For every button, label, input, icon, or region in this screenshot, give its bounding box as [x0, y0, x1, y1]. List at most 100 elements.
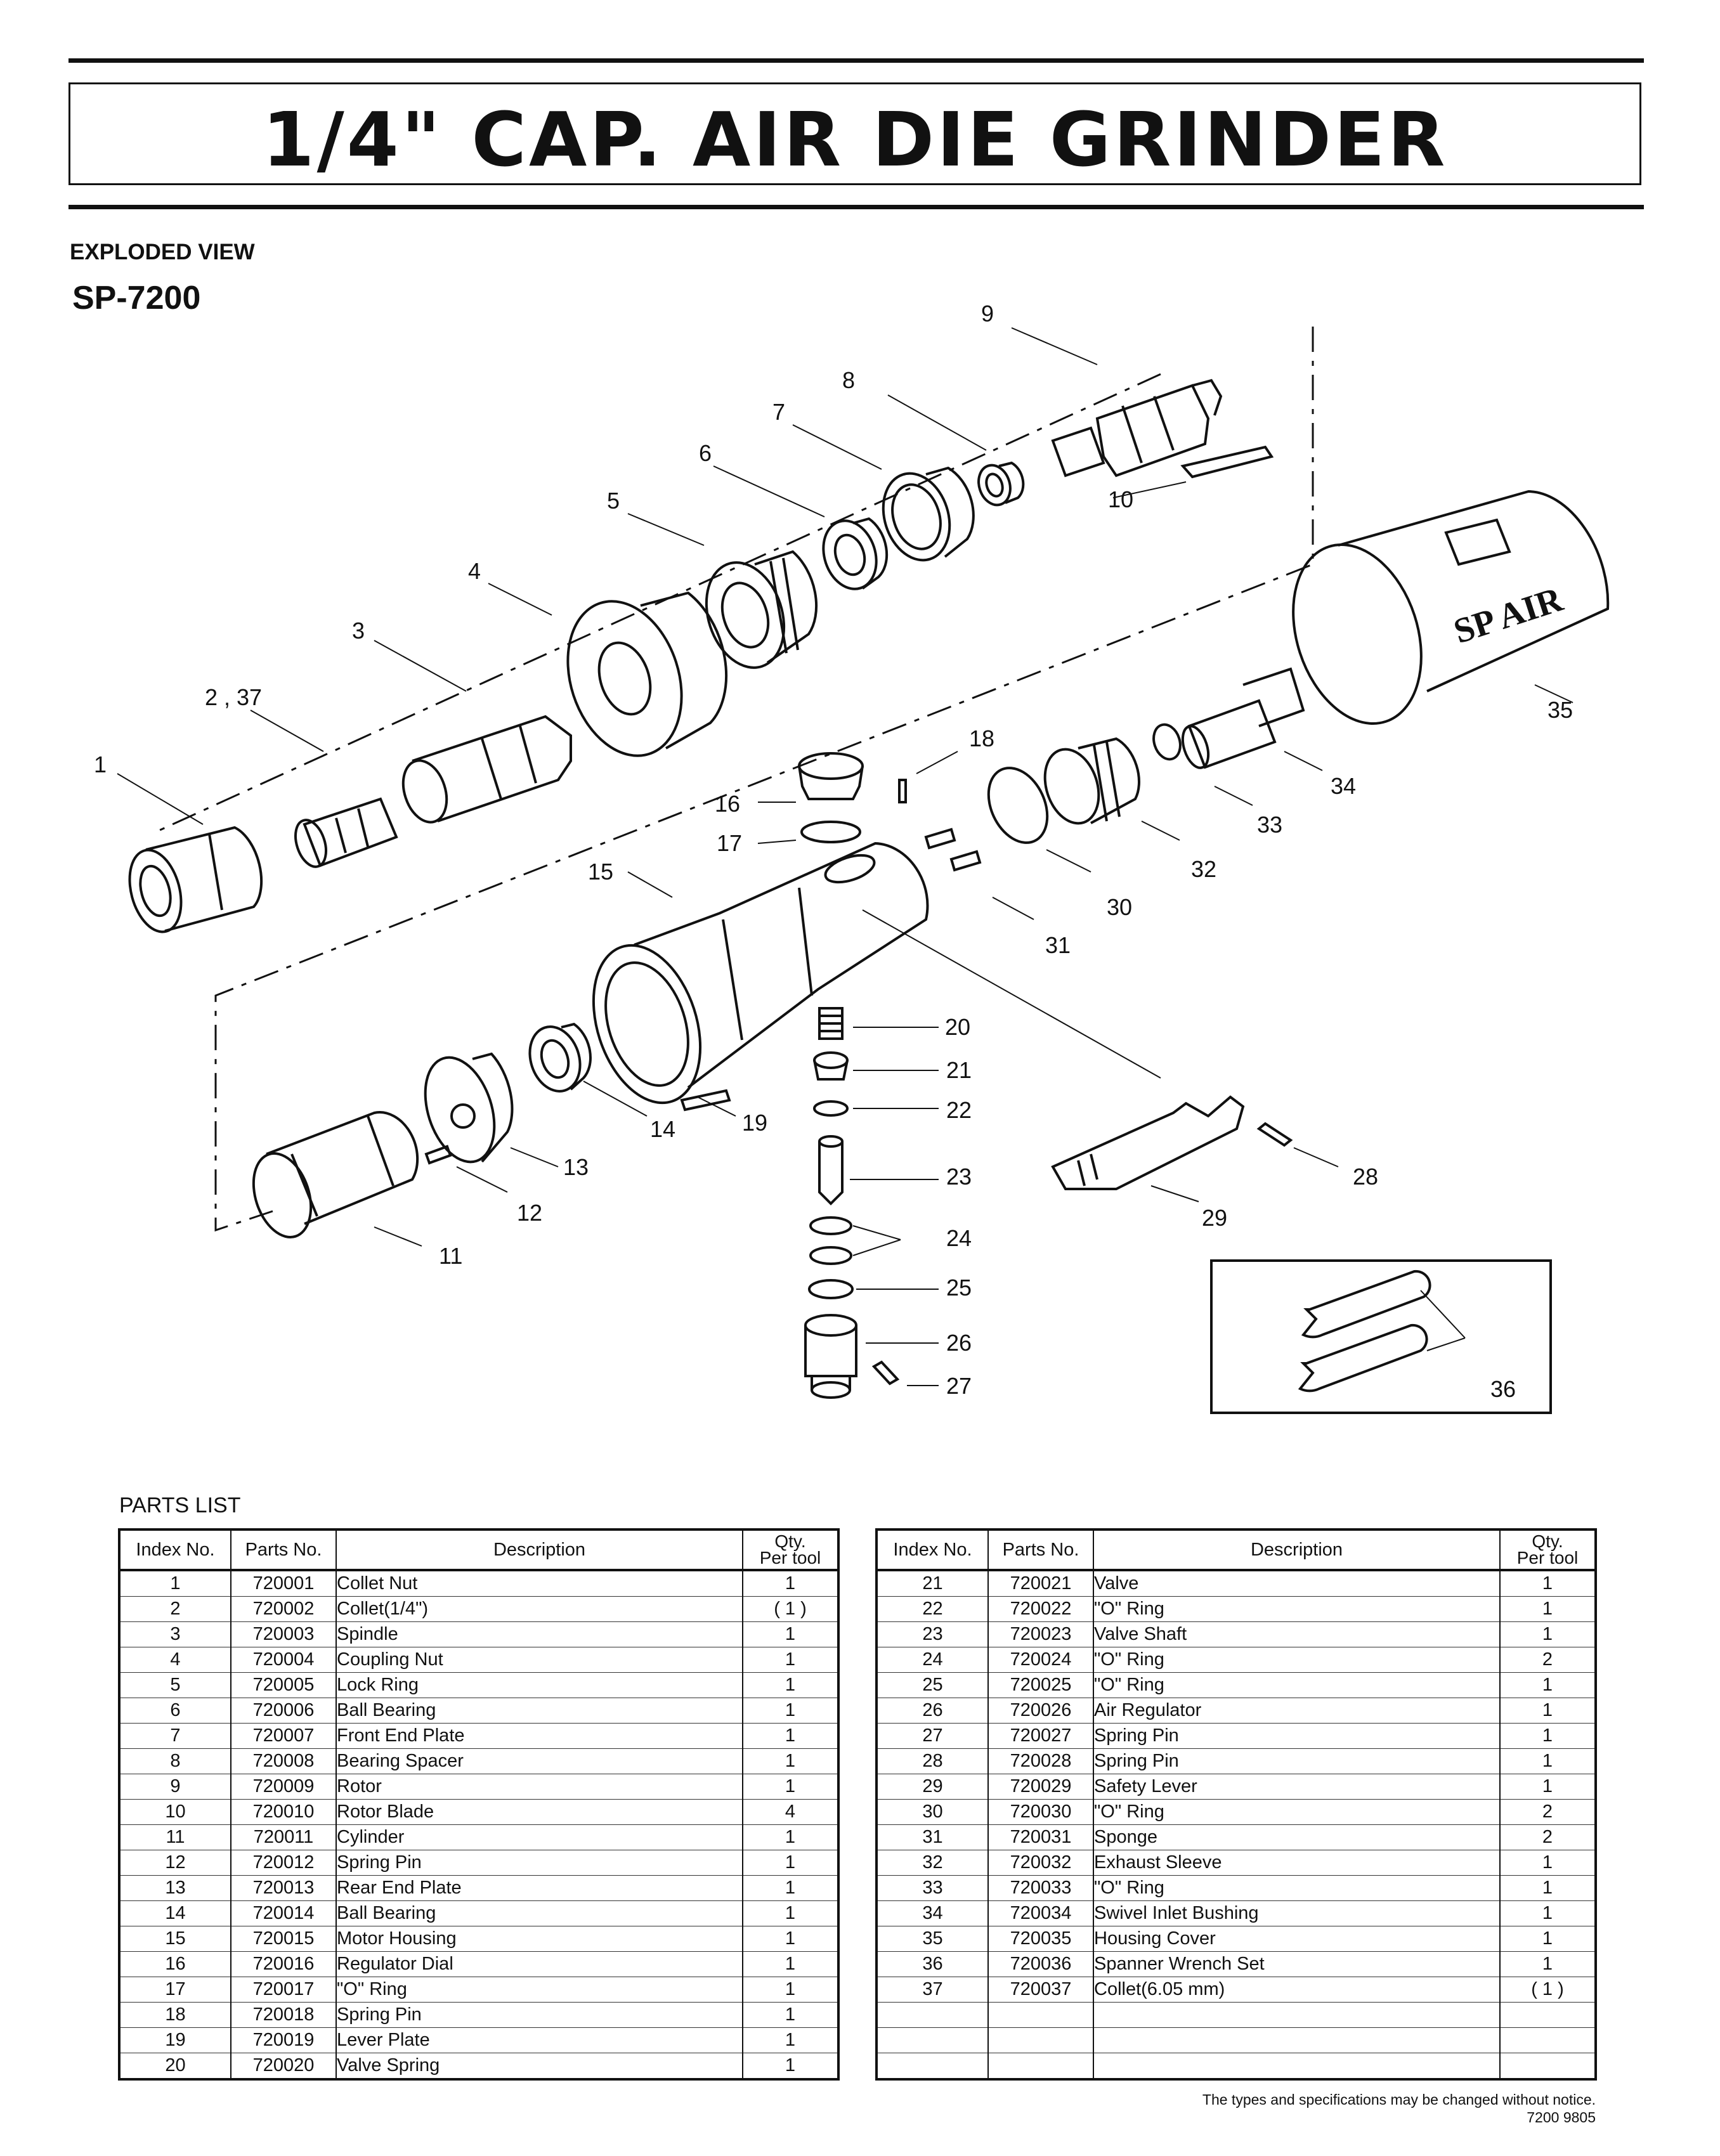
- description-cell: Exhaust Sleeve: [1093, 1850, 1501, 1876]
- index-cell: 36: [876, 1951, 989, 1977]
- callout-20: 20: [945, 1014, 970, 1040]
- callout-34: 34: [1331, 773, 1356, 799]
- part-number-cell: 720004: [230, 1647, 337, 1673]
- qty-cell: 1: [742, 2002, 839, 2028]
- qty-cell: [1499, 2027, 1596, 2053]
- part-number-cell: 720025: [987, 1672, 1094, 1698]
- spring-pin-28-part: [1256, 1122, 1293, 1147]
- index-cell: 34: [876, 1900, 989, 1926]
- qty-cell: 1: [742, 1698, 839, 1724]
- description-cell: [1093, 2053, 1501, 2080]
- qty-cell: 1: [742, 2053, 839, 2080]
- part-number-cell: 720011: [230, 1824, 337, 1850]
- description-cell: Ball Bearing: [336, 1900, 743, 1926]
- description-cell: Rotor: [336, 1774, 743, 1800]
- part-number-cell: 720026: [987, 1698, 1094, 1724]
- parts-list-title: PARTS LIST: [119, 1493, 241, 1517]
- part-number-cell: 720030: [987, 1799, 1094, 1825]
- callout-3: 3: [352, 618, 365, 644]
- table-row: [876, 2053, 1596, 2080]
- qty-cell: 1: [742, 1926, 839, 1952]
- callout-8: 8: [842, 367, 855, 393]
- callout-25: 25: [946, 1275, 972, 1301]
- callout-labels: 1 2 , 37 3 4 5 6 7 8 9 10 11 12 13 14 15…: [94, 301, 1573, 1402]
- footer-notice: The types and specifications may be chan…: [1202, 2091, 1596, 2108]
- index-cell: 5: [119, 1672, 231, 1698]
- callout-29: 29: [1202, 1205, 1227, 1231]
- description-cell: [1093, 2027, 1501, 2053]
- page-title: 1/4" CAP. AIR DIE GRINDER: [262, 96, 1448, 183]
- lever-plate-part: [680, 1089, 731, 1112]
- index-cell: 19: [119, 2027, 231, 2053]
- index-cell: 28: [876, 1748, 989, 1774]
- qty-cell: 1: [1499, 1951, 1596, 1977]
- qty-cell: 1: [1499, 1900, 1596, 1926]
- sponge-part-b: [949, 850, 982, 872]
- description-cell: Bearing Spacer: [336, 1748, 743, 1774]
- rear-end-plate-part: [424, 1052, 514, 1164]
- collet-nut-part: [128, 826, 263, 933]
- index-cell: 9: [119, 1774, 231, 1800]
- description-cell: Collet(1/4"): [336, 1596, 743, 1622]
- qty-cell: 1: [742, 1672, 839, 1698]
- index-cell: 33: [876, 1875, 989, 1901]
- index-cell: [876, 2027, 989, 2053]
- motor-housing-part: [592, 841, 929, 1105]
- index-cell: 29: [876, 1774, 989, 1800]
- title-box: 1/4" CAP. AIR DIE GRINDER: [68, 82, 1641, 185]
- index-cell: 32: [876, 1850, 989, 1876]
- callout-13: 13: [563, 1154, 589, 1180]
- parts-table-left: Index No. Parts No. Description Qty.Per …: [118, 1528, 840, 2081]
- description-cell: Coupling Nut: [336, 1647, 743, 1673]
- qty-cell: 1: [742, 1748, 839, 1774]
- lock-ring-part: [705, 550, 818, 669]
- index-cell: 18: [119, 2002, 231, 2028]
- index-cell: 11: [119, 1824, 231, 1850]
- qty-cell: 1: [742, 1621, 839, 1647]
- callout-27: 27: [946, 1373, 972, 1399]
- part-number-cell: 720015: [230, 1926, 337, 1952]
- rotor-part: [1051, 379, 1223, 477]
- part-number-cell: 720021: [987, 1569, 1094, 1597]
- ball-bearing-front-part: [822, 517, 889, 590]
- index-cell: 31: [876, 1824, 989, 1850]
- sponge-part-a: [924, 828, 956, 850]
- description-cell: Spring Pin: [1093, 1748, 1501, 1774]
- description-cell: Safety Lever: [1093, 1774, 1501, 1800]
- part-number-cell: 720005: [230, 1672, 337, 1698]
- part-number-cell: 720012: [230, 1850, 337, 1876]
- part-number-cell: 720029: [987, 1774, 1094, 1800]
- qty-cell: 1: [1499, 1926, 1596, 1952]
- o-ring-24-part-b: [809, 1246, 852, 1265]
- qty-cell: 1: [1499, 1774, 1596, 1800]
- qty-cell: 1: [742, 1875, 839, 1901]
- parts-table-right: Index No. Parts No. Description Qty.Per …: [875, 1528, 1597, 2081]
- qty-cell: ( 1 ): [742, 1596, 839, 1622]
- part-number-cell: 720006: [230, 1698, 337, 1724]
- exploded-view-diagram: SP AIR 1 2 , 37 3 4 5 6 7 8 9 10 11 12 1…: [94, 301, 1610, 1414]
- index-cell: 26: [876, 1698, 989, 1724]
- description-cell: Spring Pin: [1093, 1723, 1501, 1749]
- callout-30: 30: [1107, 894, 1132, 920]
- qty-cell: 1: [1499, 1875, 1596, 1901]
- part-number-cell: 720023: [987, 1621, 1094, 1647]
- qty-cell: 1: [1499, 1569, 1596, 1597]
- upper-alignment-line: [214, 327, 1314, 1232]
- description-header: Description: [336, 1529, 743, 1571]
- model-number: SP-7200: [72, 280, 201, 316]
- description-cell: Swivel Inlet Bushing: [1093, 1900, 1501, 1926]
- part-number-cell: 720003: [230, 1621, 337, 1647]
- description-cell: "O" Ring: [1093, 1875, 1501, 1901]
- spanner-wrench-a: [1301, 1270, 1431, 1339]
- spindle-part: [401, 715, 572, 824]
- description-cell: "O" Ring: [336, 1977, 743, 2003]
